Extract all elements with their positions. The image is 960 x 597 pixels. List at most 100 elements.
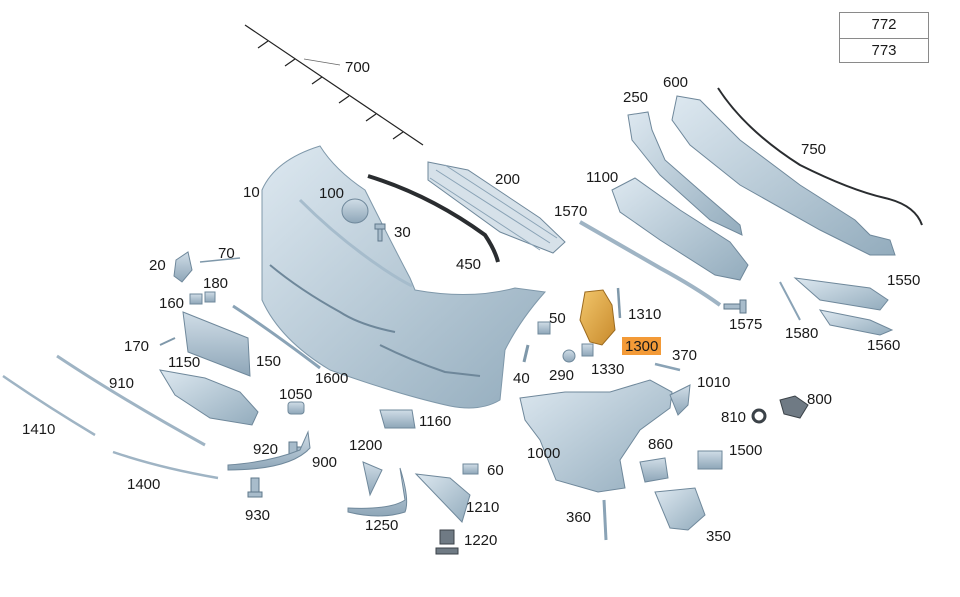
part-930-clip[interactable] [247,477,263,498]
callout-750[interactable]: 750 [801,141,827,158]
callout-1160[interactable]: 1160 [419,413,452,430]
part-1150-bezel[interactable] [159,369,259,426]
part-150-plate-holder[interactable] [182,311,251,377]
callout-290[interactable]: 290 [549,367,575,384]
callout-100[interactable]: 100 [319,185,345,202]
part-1560-bracket[interactable] [818,309,894,336]
callout-800[interactable]: 800 [807,391,833,408]
callout-900[interactable]: 900 [312,454,338,471]
callout-370[interactable]: 370 [672,347,698,364]
callout-180[interactable]: 180 [203,275,229,292]
part-290-nut[interactable] [562,349,576,363]
callout-1250[interactable]: 1250 [365,517,399,534]
callout-360[interactable]: 360 [566,509,592,526]
part-750-wiring-harness[interactable] [717,87,923,226]
part-1010-bracket[interactable] [669,384,691,416]
callout-170[interactable]: 170 [124,338,150,355]
callout-1400[interactable]: 1400 [127,476,161,493]
part-1310-pin[interactable] [616,287,622,319]
part-1300-mounting-bracket[interactable] [579,289,616,346]
callout-30[interactable]: 30 [394,224,411,241]
part-860-bracket[interactable] [639,457,669,483]
callout-1150[interactable]: 1150 [168,354,201,371]
part-40-screw[interactable] [522,344,530,363]
callout-450[interactable]: 450 [456,256,482,273]
callout-1500[interactable]: 1500 [729,442,763,459]
part-1575-screw[interactable] [723,299,747,314]
callout-1100[interactable]: 1100 [586,169,619,186]
callout-1300-highlighted[interactable]: 1300 [622,337,662,355]
part-1210-cover[interactable] [414,473,471,523]
callout-1000[interactable]: 1000 [527,445,561,462]
part-1220-bracket[interactable] [435,529,459,555]
callout-70[interactable]: 70 [218,245,235,262]
part-30-screw[interactable] [374,223,386,242]
part-160-clip[interactable] [189,293,203,305]
callout-1310[interactable]: 1310 [628,306,662,323]
part-1580-strip[interactable] [779,281,801,321]
part-370-pin[interactable] [654,362,681,372]
callout-700[interactable]: 700 [345,59,371,76]
part-1570-spoiler[interactable] [579,220,722,307]
callout-1200[interactable]: 1200 [349,437,383,454]
part-1600-trim[interactable] [232,304,321,370]
part-910-trim[interactable] [56,354,206,447]
part-350-cover[interactable] [654,487,706,531]
callout-1560[interactable]: 1560 [867,337,901,354]
callout-860[interactable]: 860 [648,436,674,453]
callout-1010[interactable]: 1010 [697,374,731,391]
callout-920[interactable]: 920 [253,441,279,458]
callout-910[interactable]: 910 [109,375,135,392]
callout-40[interactable]: 40 [513,370,530,387]
callout-1330[interactable]: 1330 [591,361,625,378]
part-1200-trim[interactable] [362,461,383,497]
callout-10[interactable]: 10 [243,184,260,201]
callout-150[interactable]: 150 [256,353,282,370]
part-700-adhesive-strip[interactable] [244,24,424,146]
part-170-screw[interactable] [159,337,176,346]
callout-50[interactable]: 50 [549,310,566,327]
callout-160[interactable]: 160 [159,295,185,312]
callout-60[interactable]: 60 [487,462,504,479]
callout-930[interactable]: 930 [245,507,271,524]
part-1400-trim[interactable] [112,450,219,480]
part-450-seal[interactable] [367,174,500,263]
part-1160-bracket[interactable] [379,409,416,429]
callout-350[interactable]: 350 [706,528,732,545]
part-200-grille[interactable] [427,161,566,254]
legend-row-772[interactable]: 772 [840,13,928,39]
callout-250[interactable]: 250 [623,89,649,106]
part-1410-trim[interactable] [2,374,96,437]
part-100-emblem[interactable] [341,198,369,224]
part-70-pin[interactable] [199,257,241,263]
part-20-bracket[interactable] [173,251,193,283]
callout-810[interactable]: 810 [721,409,747,426]
callout-1600[interactable]: 1600 [315,370,349,387]
part-180-clip[interactable] [204,291,216,303]
part-1000-support[interactable] [519,379,673,493]
part-1100-carrier[interactable] [611,177,749,281]
callout-1410[interactable]: 1410 [22,421,56,438]
callout-600[interactable]: 600 [663,74,689,91]
callout-1580[interactable]: 1580 [785,325,819,342]
part-10-bumper-cover[interactable] [261,145,547,409]
part-600-impact-absorber[interactable] [671,95,896,256]
callout-1220[interactable]: 1220 [464,532,498,549]
part-1500-module[interactable] [697,450,723,470]
part-810-ring[interactable] [751,408,767,424]
callout-20[interactable]: 20 [149,257,166,274]
part-50-clip[interactable] [537,321,551,335]
part-1050-sensor[interactable] [287,401,305,415]
part-250-reinforcement[interactable] [627,111,743,236]
callout-200[interactable]: 200 [495,171,521,188]
callout-1550[interactable]: 1550 [887,272,921,289]
part-800-sensor[interactable] [779,395,809,419]
part-900-trim[interactable] [227,430,311,471]
callout-1575[interactable]: 1575 [729,316,763,333]
part-360-rod[interactable] [602,499,608,541]
part-1330-clip[interactable] [581,343,594,357]
legend-row-773[interactable]: 773 [871,42,897,59]
part-1250-trim[interactable] [347,467,408,517]
part-60-clip[interactable] [462,463,479,475]
callout-1050[interactable]: 1050 [279,386,313,403]
